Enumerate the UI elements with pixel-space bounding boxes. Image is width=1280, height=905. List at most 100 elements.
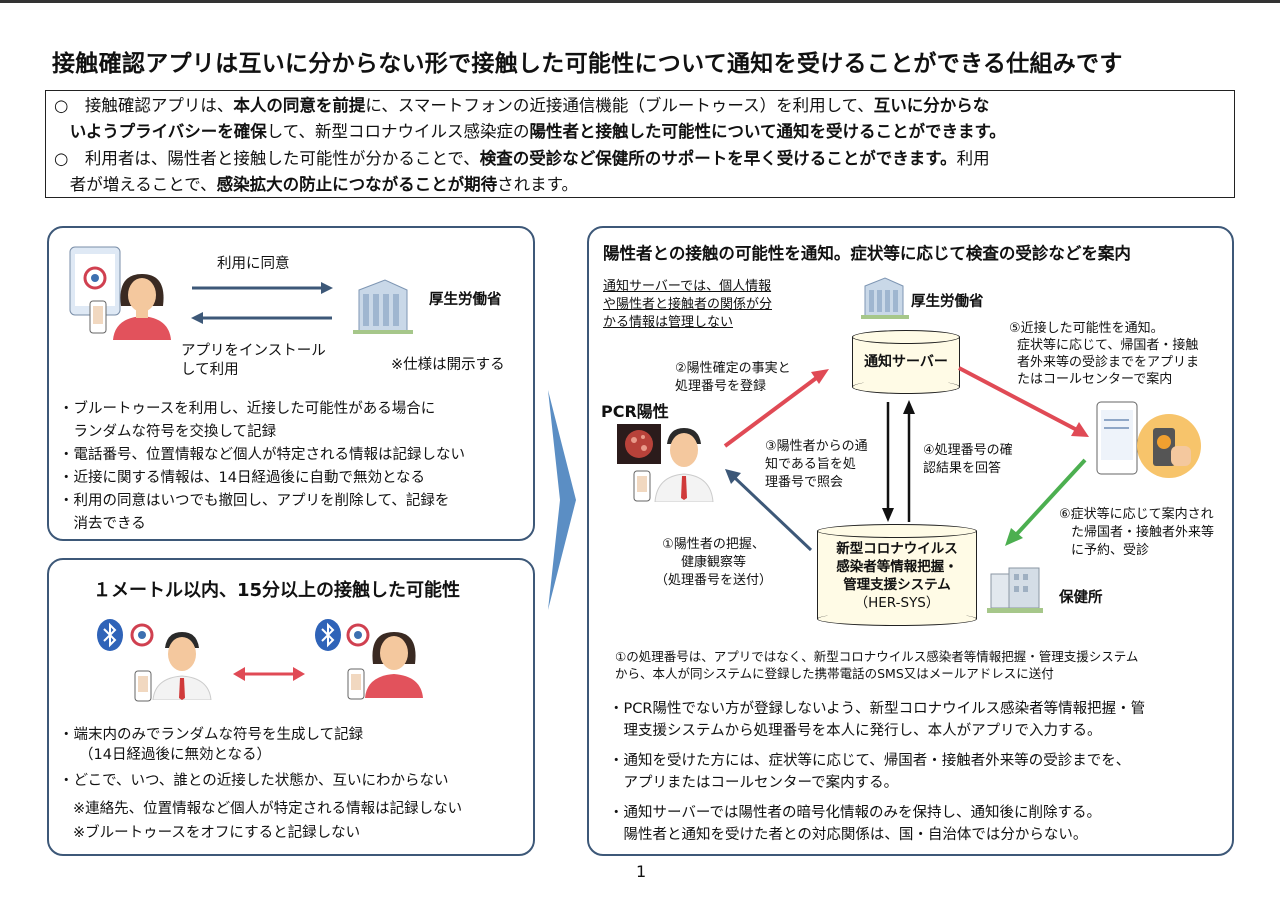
- step-line: 認結果を回答: [923, 461, 1002, 476]
- cylinder-bottom: [817, 612, 977, 626]
- summary-text: ○ 利用者は、陽性者と接触した可能性が分かることで、: [54, 149, 480, 168]
- step-line: 者外来等の受診までをアプリま: [1017, 355, 1200, 370]
- bullet-line: ・電話番号、位置情報など個人が特定される情報は記録しない: [59, 447, 465, 463]
- cylinder-top: [817, 524, 977, 538]
- summary-emphasis: 本人の同意を前提: [233, 96, 366, 115]
- step-line: ⑥症状等に応じて案内され: [1059, 507, 1214, 522]
- consent-panel: 利用に同意 アプリをインストール して利用 厚生労働省 ※仕様は開示する ・ブル…: [47, 226, 535, 541]
- woman-user-icon: [113, 274, 171, 340]
- virus-image: [617, 424, 661, 464]
- cylinder-top: [852, 330, 960, 344]
- bullet-line: ・PCR陽性でない方が登録しないよう、新型コロナウイルス感染者等情報把握・管: [609, 701, 1146, 717]
- summary-text: 者が増えることで、: [69, 175, 217, 194]
- processing-number-footnote: ①の処理番号は、アプリではなく、新型コロナウイルス感染者等情報把握・管理支援シス…: [615, 648, 1138, 682]
- app-logo-icon: [346, 623, 370, 647]
- step1-label: ①陽性者の把握、 健康観察等 （処理番号を送付）: [655, 536, 772, 590]
- step-line: 処理番号を登録: [675, 379, 767, 394]
- bullet-line: ランダムな符号を交換して記録: [59, 424, 277, 440]
- man-user-icon: [654, 428, 714, 502]
- hersys-line: 管理支援システム: [843, 577, 951, 593]
- step-line: 理番号で照会: [765, 475, 844, 490]
- notification-phone-icon: [1096, 401, 1201, 478]
- bluetooth-icon: [315, 619, 341, 651]
- app-logo-icon: [130, 623, 154, 647]
- contact-bullet: ・端末内のみでランダムな符号を生成して記録: [59, 727, 364, 743]
- footnote-line: ①の処理番号は、アプリではなく、新型コロナウイルス感染者等情報把握・管理支援シス…: [615, 649, 1139, 664]
- step-line: に予約、受診: [1071, 543, 1150, 558]
- summary-text: ○ 接触確認アプリは、: [54, 96, 234, 115]
- small-phone-icon: [633, 470, 651, 502]
- cylinder-bottom: [852, 380, 960, 394]
- woman-user-icon: [365, 632, 423, 698]
- consent-label: 利用に同意: [217, 256, 290, 272]
- footnote-line: から、本人が同システムに登録した携帯電話のSMS又はメールアドレスに送付: [615, 666, 1054, 681]
- step-line: たはコールセンターで案内: [1017, 372, 1173, 387]
- app-phone-icon: [69, 246, 121, 316]
- flow-chevron-arrow: [548, 390, 576, 610]
- step-line: ②陽性確定の事実と: [675, 361, 791, 376]
- install-label-line: して利用: [181, 362, 239, 378]
- bullet-line: ・通知サーバーでは陽性者の暗号化情報のみを保持し、通知後に削除する。: [609, 805, 1101, 821]
- step6-arrow: [1005, 458, 1087, 546]
- health-center-label: 保健所: [1059, 590, 1103, 606]
- hersys-line: 感染者等情報把握・: [836, 559, 958, 575]
- install-label-line: アプリをインストール: [181, 343, 326, 359]
- step-line: 健康観察等: [681, 555, 747, 570]
- summary-emphasis: 検査の受診など保健所のサポートを早く受けることができます。: [479, 149, 957, 168]
- consent-arrows: [191, 282, 333, 324]
- summary-text: 利用: [956, 149, 990, 168]
- step-line: ④処理番号の確: [923, 443, 1013, 458]
- step5-label: ⑤近接した可能性を通知。 症状等に応じて、帰国者・接触 者外来等の受診までをアプ…: [1009, 320, 1199, 388]
- step1-arrow: [725, 469, 813, 552]
- building-icon: [353, 279, 413, 334]
- bullet-line: ・通知を受けた方には、症状等に応じて、帰国者・接触者外来等の受診までを、: [609, 753, 1131, 769]
- summary-paragraph-1: ○ 接触確認アプリは、本人の同意を前提に、スマートフォンの近接通信機能（ブルート…: [54, 93, 1224, 145]
- hersys-line: 新型コロナウイルス: [836, 541, 958, 557]
- page-title: 接触確認アプリは互いに分からない形で接触した可能性について通知を受けることができ…: [52, 51, 1123, 77]
- summary-emphasis: いようプライバシーを確保: [69, 122, 267, 141]
- contact-bullet: ・どこで、いつ、誰との近接した状態か、互いにわからない: [59, 773, 449, 789]
- small-phone-icon: [134, 670, 152, 702]
- small-phone-icon: [347, 668, 365, 700]
- summary-emphasis: 感染拡大の防止につながることが期待: [216, 175, 498, 194]
- small-phone-icon: [89, 300, 107, 334]
- step-line: ③陽性者からの通: [765, 439, 868, 454]
- bullet-line: 理支援システムから処理番号を本人に発行し、本人がアプリで入力する。: [609, 723, 1102, 739]
- step4-label: ④処理番号の確 認結果を回答: [923, 442, 1013, 478]
- step-line: 症状等に応じて、帰国者・接触: [1017, 338, 1199, 353]
- pcr-positive-label: PCR陽性: [601, 402, 669, 421]
- query-response-arrows: [882, 400, 915, 522]
- building-icon: [861, 277, 909, 319]
- consent-bullets: ・ブルートゥースを利用し、近接した可能性がある場合に ランダムな符号を交換して記…: [59, 398, 465, 536]
- cylinder-body: [817, 531, 977, 619]
- ministry-label: 厚生労働省: [911, 294, 984, 310]
- step-line: た帰国者・接触者外来等: [1071, 525, 1215, 540]
- summary-emphasis: 陽性者と接触した可能性について通知を受けることができます。: [529, 122, 1006, 141]
- page-number: 1: [636, 862, 647, 881]
- contact-heading: １メートル以内、15分以上の接触した可能性: [93, 580, 461, 601]
- step-line: （処理番号を送付）: [655, 573, 773, 588]
- server-note: 通知サーバーでは、個人情報 や陽性者と接触者の関係が分 かる情報は管理しない: [603, 278, 772, 332]
- step3-label: ③陽性者からの通 知である旨を処 理番号で照会: [765, 438, 868, 492]
- notification-bullets: ・PCR陽性でない方が登録しないよう、新型コロナウイルス感染者等情報把握・管 理…: [609, 698, 1145, 846]
- summary-text: に、スマートフォンの近接通信機能（ブルートゥース）を利用して、: [365, 96, 874, 115]
- bullet-line: ・利用の同意はいつでも撤回し、アプリを削除して、記録を: [59, 493, 450, 509]
- notification-panel: 陽性者との接触の可能性を通知。症状等に応じて検査の受診などを案内 通知サーバーで…: [587, 226, 1234, 856]
- install-label: アプリをインストール して利用: [181, 342, 326, 380]
- step-line: 知である旨を処: [765, 457, 856, 472]
- contact-note: ※ブルートゥースをオフにすると記録しない: [73, 825, 361, 841]
- hersys-system: 新型コロナウイルス 感染者等情報把握・ 管理支援システム （HER-SYS）: [817, 524, 977, 626]
- summary-text: されます。: [497, 175, 578, 194]
- contact-bullet: （14日経過後に無効となる）: [79, 747, 272, 763]
- ministry-label: 厚生労働省: [429, 292, 502, 308]
- proximity-arrow: [233, 667, 305, 681]
- spec-note: ※仕様は開示する: [391, 357, 505, 373]
- bullet-line: ・ブルートゥースを利用し、近接した可能性がある場合に: [59, 401, 436, 417]
- bluetooth-icon: [97, 619, 123, 651]
- bullet-line: 消去できる: [59, 516, 146, 532]
- notification-heading: 陽性者との接触の可能性を通知。症状等に応じて検査の受診などを案内: [603, 244, 1131, 263]
- step-line: ①陽性者の把握、: [662, 537, 765, 552]
- bullet-line: 陽性者と通知を受けた者との対応関係は、国・自治体では分からない。: [609, 827, 1088, 843]
- summary-text: して、新型コロナウイルス感染症の: [266, 122, 530, 141]
- health-center-building-icon: [987, 567, 1043, 613]
